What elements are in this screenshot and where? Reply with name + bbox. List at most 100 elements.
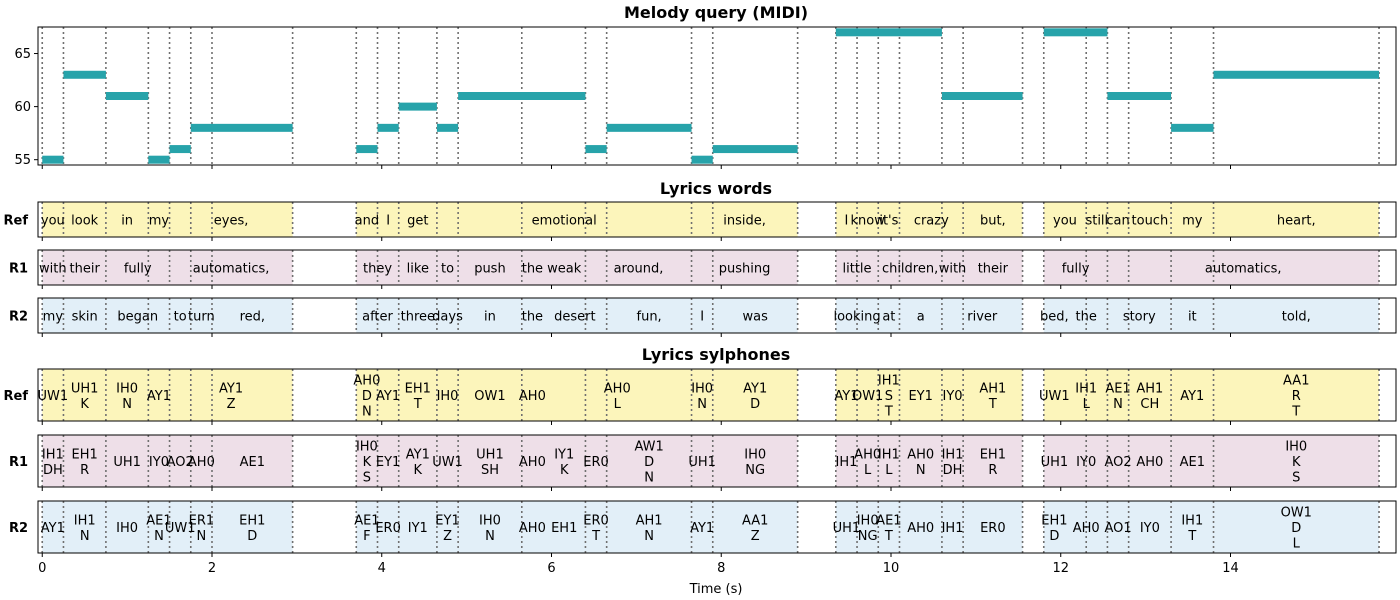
sylphone-label: AA1	[1283, 374, 1309, 389]
sylphone-label: AY1	[147, 389, 171, 404]
word-label: you	[41, 214, 65, 229]
melody-note-bar	[1171, 123, 1214, 132]
words-axes-frame	[37, 297, 1397, 334]
words-ref-segment	[42, 202, 293, 237]
melody-note-bar	[190, 123, 293, 132]
melody-note-bar	[148, 155, 170, 164]
sylphone-label: L	[1083, 397, 1091, 412]
word-label: my	[43, 310, 64, 325]
sylphones-ref-segment	[356, 369, 798, 421]
sylphone-label: T	[884, 529, 893, 544]
sylphone-label: N	[697, 397, 707, 412]
row-label-r1: R1	[9, 262, 28, 277]
row-label-r2: R2	[9, 521, 28, 536]
word-label: emotional	[532, 214, 597, 229]
word-label: you	[1053, 214, 1077, 229]
words-r1-segment	[42, 250, 293, 285]
sylphone-label: AY1	[376, 389, 400, 404]
sylphone-label: S	[363, 471, 371, 486]
word-label: pushing	[719, 262, 771, 277]
melody-note-bar	[63, 70, 106, 79]
sylphone-label: IH1	[878, 374, 900, 389]
sylphone-label: AW1	[634, 440, 663, 455]
word-label: still	[1085, 214, 1108, 229]
sylphones-r1-segment	[1043, 435, 1380, 487]
sylphone-label: IY1	[408, 521, 428, 536]
sylphone-label: AH0	[519, 455, 546, 470]
word-label: crazy	[914, 214, 949, 229]
sylphone-label: ER0	[583, 455, 609, 470]
melody-note-bar	[458, 92, 586, 100]
word-label: the	[1076, 310, 1097, 325]
sylphone-label: N	[485, 529, 495, 544]
sylphone-label: AY1	[406, 447, 430, 462]
sylphone-label: OW1	[1281, 506, 1312, 521]
sylphone-label: K	[1292, 455, 1301, 470]
sylphone-label: AH1	[979, 381, 1006, 396]
sylphone-label: IH0	[116, 521, 138, 536]
melody-note-bar	[835, 28, 942, 37]
sylphone-label: UH1	[113, 455, 141, 470]
sylphone-label: ER0	[583, 513, 609, 528]
words-r1-segment	[1043, 250, 1380, 285]
word-label: my	[1182, 214, 1203, 229]
sylphone-label: EH1	[980, 447, 1006, 462]
y-tick-label: 65	[14, 47, 31, 62]
sylphone-label: DH	[943, 463, 963, 478]
sylphone-label: Z	[751, 529, 760, 544]
sylphone-label: IH1	[942, 521, 964, 536]
sylphone-label: UH1	[1041, 455, 1069, 470]
melody-note-bar	[1107, 92, 1172, 100]
sylphone-label: T	[413, 397, 422, 412]
word-label: to	[441, 262, 454, 277]
sylphone-label: NG	[745, 463, 765, 478]
words-r1-segment	[835, 250, 1023, 285]
sylphones-ref-segment	[835, 369, 1023, 421]
word-label: turn	[188, 310, 215, 325]
word-label: can	[1106, 214, 1129, 229]
sylphone-label: R	[988, 463, 997, 478]
x-tick-label: 12	[1052, 561, 1069, 576]
sylphones-axes-frame	[37, 500, 1397, 554]
word-label: with	[39, 262, 67, 277]
sylphone-label: R	[1292, 389, 1301, 404]
sylphone-label: OW1	[474, 389, 505, 404]
sylphones-axes-frame	[37, 434, 1397, 488]
sylphone-label: AY1	[690, 521, 714, 536]
sylphone-label: IH0	[744, 447, 766, 462]
word-label: push	[474, 262, 506, 277]
x-tick-label: 10	[883, 561, 900, 576]
sylphones-r2-segment	[356, 501, 798, 553]
word-label: they	[363, 262, 392, 277]
sylphone-label: Z	[443, 529, 452, 544]
sylphone-label: UW1	[432, 455, 463, 470]
word-label: eyes,	[214, 214, 249, 229]
sylphone-label: T	[988, 397, 997, 412]
word-label: to	[174, 310, 187, 325]
melody-panel-title: Melody query (MIDI)	[624, 3, 808, 22]
row-label-r1: R1	[9, 455, 28, 470]
sylphone-label: IH1	[835, 455, 857, 470]
sylphones-axes-frame	[37, 368, 1397, 422]
sylphone-label: AH0	[907, 447, 934, 462]
row-label-ref: Ref	[4, 389, 29, 404]
sylphone-label: F	[363, 529, 370, 544]
y-tick-label: 60	[14, 100, 31, 115]
melody-note-bar	[42, 155, 64, 164]
sylphone-label: EY1	[376, 455, 400, 470]
sylphone-label: K	[363, 455, 372, 470]
word-label: was	[743, 310, 769, 325]
word-label: story	[1123, 310, 1156, 325]
sylphone-label: N	[1113, 397, 1123, 412]
sylphones-r1-segment	[356, 435, 798, 487]
words-ref-segment	[356, 202, 798, 237]
sylphone-label: L	[885, 463, 893, 478]
sylphone-label: AE1	[876, 513, 901, 528]
word-label: at	[882, 310, 895, 325]
sylphone-label: T	[884, 405, 893, 420]
sylphone-label: AY1	[834, 389, 858, 404]
word-label: automatics,	[1205, 262, 1282, 277]
melody-axes-frame	[37, 26, 1397, 166]
sylphone-label: IY1	[554, 447, 574, 462]
